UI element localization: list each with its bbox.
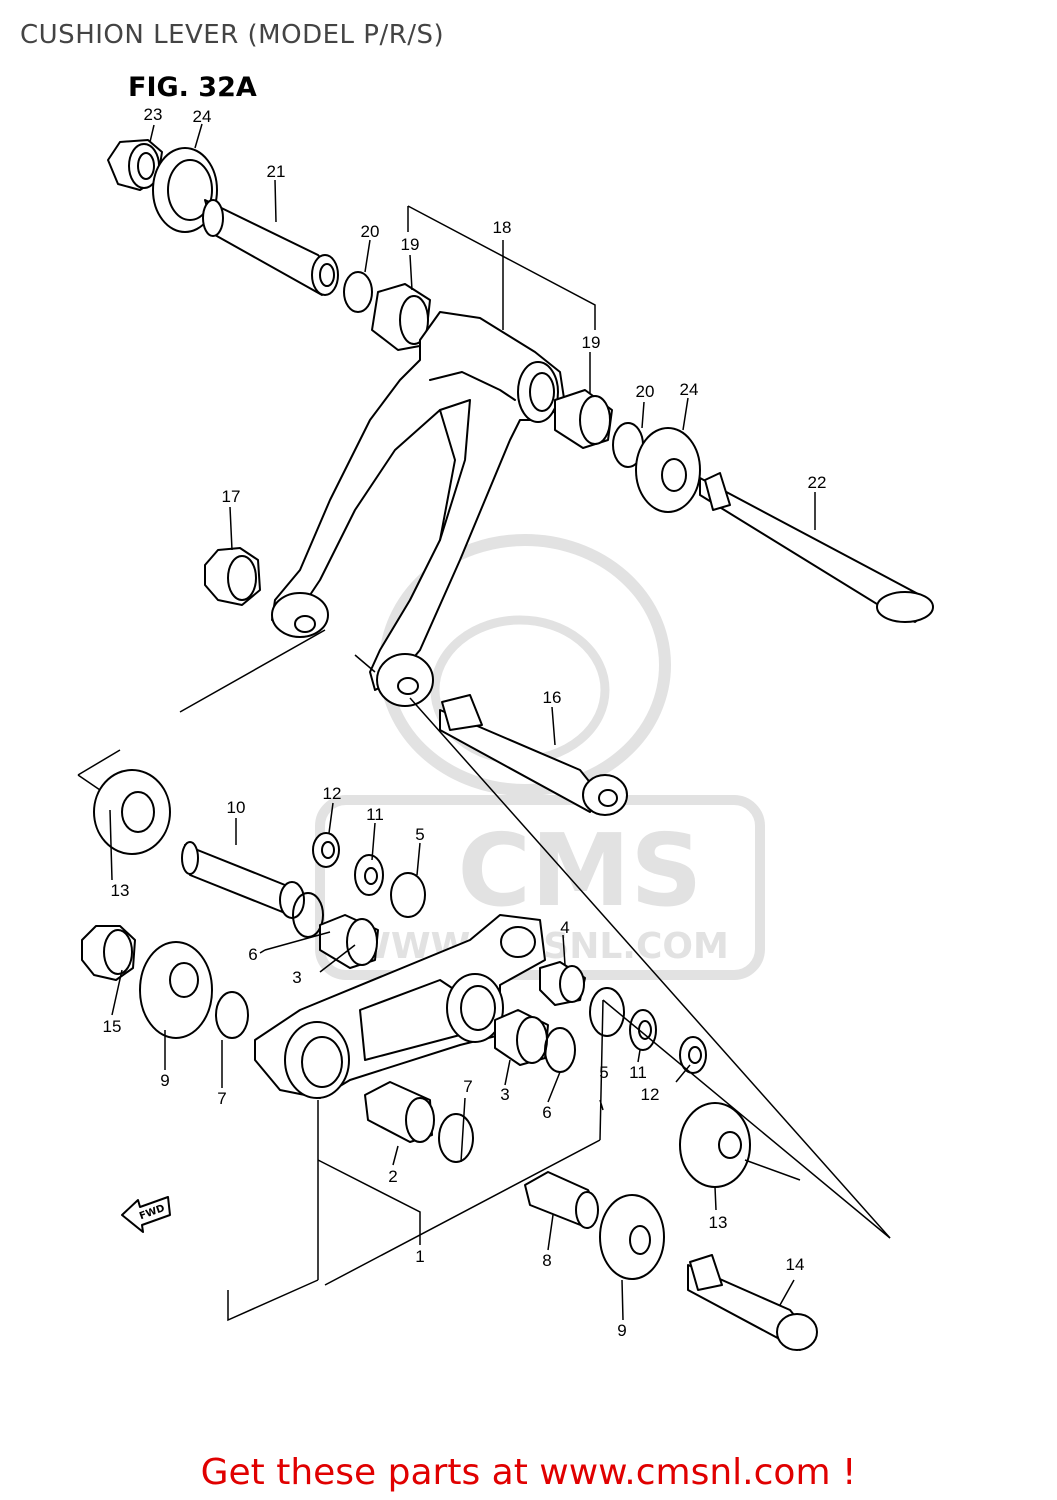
fwd-arrow-icon: FWD [121, 1196, 171, 1233]
part-2-bearing[interactable] [364, 1081, 435, 1143]
part-12-spacer-lower[interactable] [679, 1036, 707, 1074]
get-parts-link[interactable]: Get these parts at www.cmsnl.com ! [200, 1452, 857, 1493]
part-8-collar[interactable] [524, 1171, 599, 1229]
part-label-9-left: 9 [160, 1071, 169, 1090]
part-13-washer-right[interactable] [679, 1102, 751, 1188]
part-label-4: 4 [560, 918, 569, 937]
part-label-21: 21 [267, 162, 286, 181]
part-label-19-left: 19 [401, 235, 420, 254]
part-label-13-left: 13 [111, 881, 130, 900]
part-1-cushion-rod[interactable] [254, 914, 546, 1099]
part-label-6-lower: 6 [542, 1103, 551, 1122]
part-label-9-lower: 9 [617, 1321, 626, 1340]
part-22-bolt[interactable] [699, 472, 934, 623]
part-label-24-right: 24 [680, 380, 699, 399]
part-15-nut[interactable] [81, 925, 136, 981]
part-label-18: 18 [493, 218, 512, 237]
part-label-7-left: 7 [217, 1089, 226, 1108]
part-11-washer-upper[interactable] [354, 854, 384, 896]
part-label-11-lower: 11 [629, 1063, 647, 1082]
part-6-oring-lower[interactable] [544, 1027, 576, 1073]
part-3-bearing-lower[interactable] [494, 1009, 549, 1066]
part-label-6-upper: 6 [248, 945, 257, 964]
part-label-19-right: 19 [582, 333, 601, 352]
assembly-lines [77, 123, 891, 1322]
part-20-oring-left[interactable] [343, 271, 373, 313]
part-14-bolt[interactable] [687, 1254, 818, 1351]
part-label-23: 23 [144, 105, 163, 124]
part-label-17: 17 [222, 487, 241, 506]
watermark-brand-text: CMS [458, 812, 703, 929]
part-label-11-upper: 11 [366, 805, 384, 824]
part-5-oring-lower[interactable] [589, 987, 625, 1037]
part-label-12-lower: 12 [641, 1085, 660, 1104]
part-label-13-right: 13 [709, 1213, 728, 1232]
part-label-5-lower: 5 [599, 1063, 608, 1082]
part-24-washer-top[interactable] [152, 147, 218, 233]
part-19-bearing-left[interactable] [371, 283, 431, 351]
figure-label: FIG. 32A [128, 72, 257, 103]
part-label-16: 16 [543, 688, 562, 707]
page-title: CUSHION LEVER (MODEL P/R/S) [20, 20, 445, 50]
part-label-14: 14 [786, 1255, 805, 1274]
part-3-bearing-upper[interactable] [319, 914, 379, 969]
part-18-cushion-lever[interactable] [271, 311, 566, 707]
part-17-nut[interactable] [204, 547, 261, 606]
part-4-spacer[interactable] [539, 961, 586, 1006]
part-7-oring-left[interactable] [215, 991, 249, 1039]
part-label-7-right: 7 [463, 1077, 472, 1096]
part-9-washer-left[interactable] [139, 941, 213, 1039]
part-label-20-left: 20 [361, 222, 380, 241]
part-11-washer-lower[interactable] [629, 1009, 657, 1051]
part-5-oring-upper[interactable] [390, 872, 426, 918]
part-12-spacer-upper[interactable] [312, 832, 340, 868]
part-21-collar[interactable] [202, 199, 339, 296]
part-label-2: 2 [388, 1167, 397, 1186]
part-10-collar[interactable] [181, 841, 305, 919]
part-16-bolt[interactable] [439, 694, 628, 816]
part-6-oring-upper[interactable] [292, 892, 324, 938]
part-label-22: 22 [808, 473, 827, 492]
part-label-3-upper: 3 [292, 968, 301, 987]
part-label-3-lower: 3 [500, 1085, 509, 1104]
part-label-1: 1 [415, 1247, 424, 1266]
part-label-10: 10 [227, 798, 246, 817]
part-label-5-upper: 5 [415, 825, 424, 844]
part-7-oring-right[interactable] [438, 1113, 474, 1163]
part-label-20-right: 20 [636, 382, 655, 401]
part-label-8: 8 [542, 1251, 551, 1270]
part-label-24-top: 24 [193, 107, 212, 126]
part-13-washer-left[interactable] [93, 769, 171, 855]
part-label-12-upper: 12 [323, 784, 342, 803]
part-19-bearing-right[interactable] [554, 389, 613, 449]
part-24-washer-right[interactable] [635, 427, 701, 513]
part-label-15: 15 [103, 1017, 122, 1036]
part-9-washer-lower[interactable] [599, 1194, 665, 1280]
